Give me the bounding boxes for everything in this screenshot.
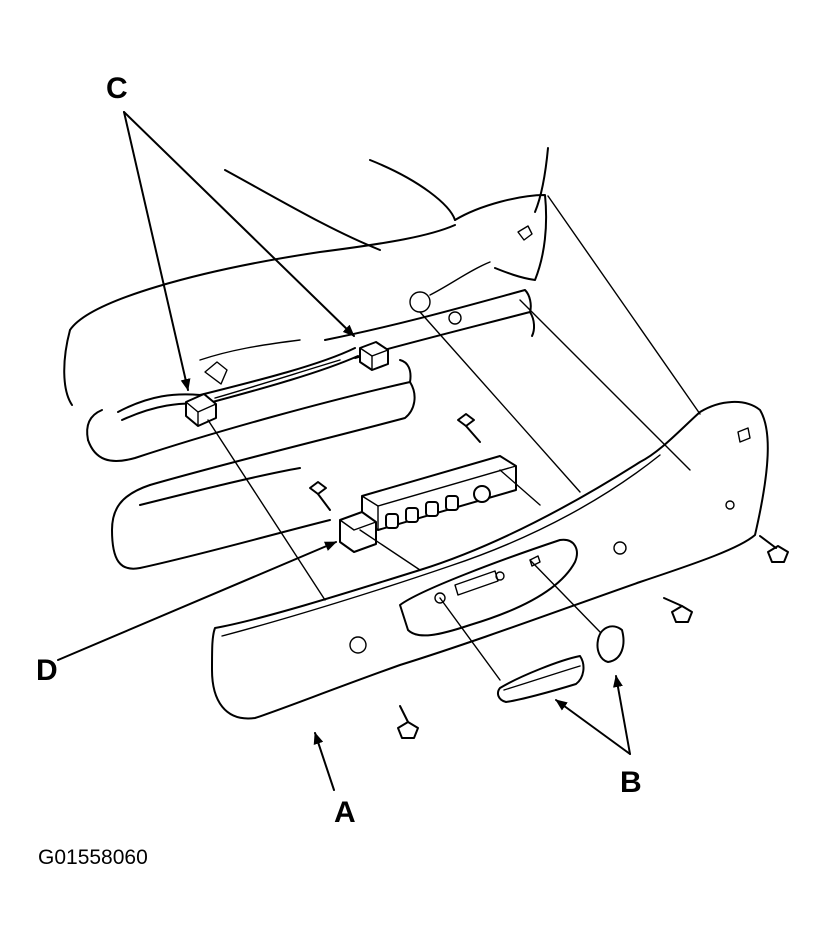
switch-screw-upper	[457, 413, 481, 443]
power-seat-switch-module	[339, 455, 517, 553]
recline-knob	[596, 625, 625, 663]
callout-c: C	[106, 72, 128, 105]
seat-side-cover	[211, 400, 769, 720]
leader-lines	[57, 111, 701, 791]
cover-screw-middle	[663, 597, 693, 623]
wire-harness	[117, 347, 359, 421]
connector-right	[359, 341, 389, 371]
cover-screw-rear	[759, 535, 789, 563]
callout-d: D	[36, 654, 58, 687]
seat-cushion	[63, 147, 549, 570]
connector-left	[185, 393, 217, 427]
cover-screw-front	[397, 705, 419, 739]
switch-screw-lower	[309, 481, 331, 511]
callout-b: B	[620, 766, 642, 799]
slide-knob	[497, 655, 585, 703]
callout-a: A	[334, 796, 356, 829]
figure-id: G01558060	[38, 846, 148, 869]
